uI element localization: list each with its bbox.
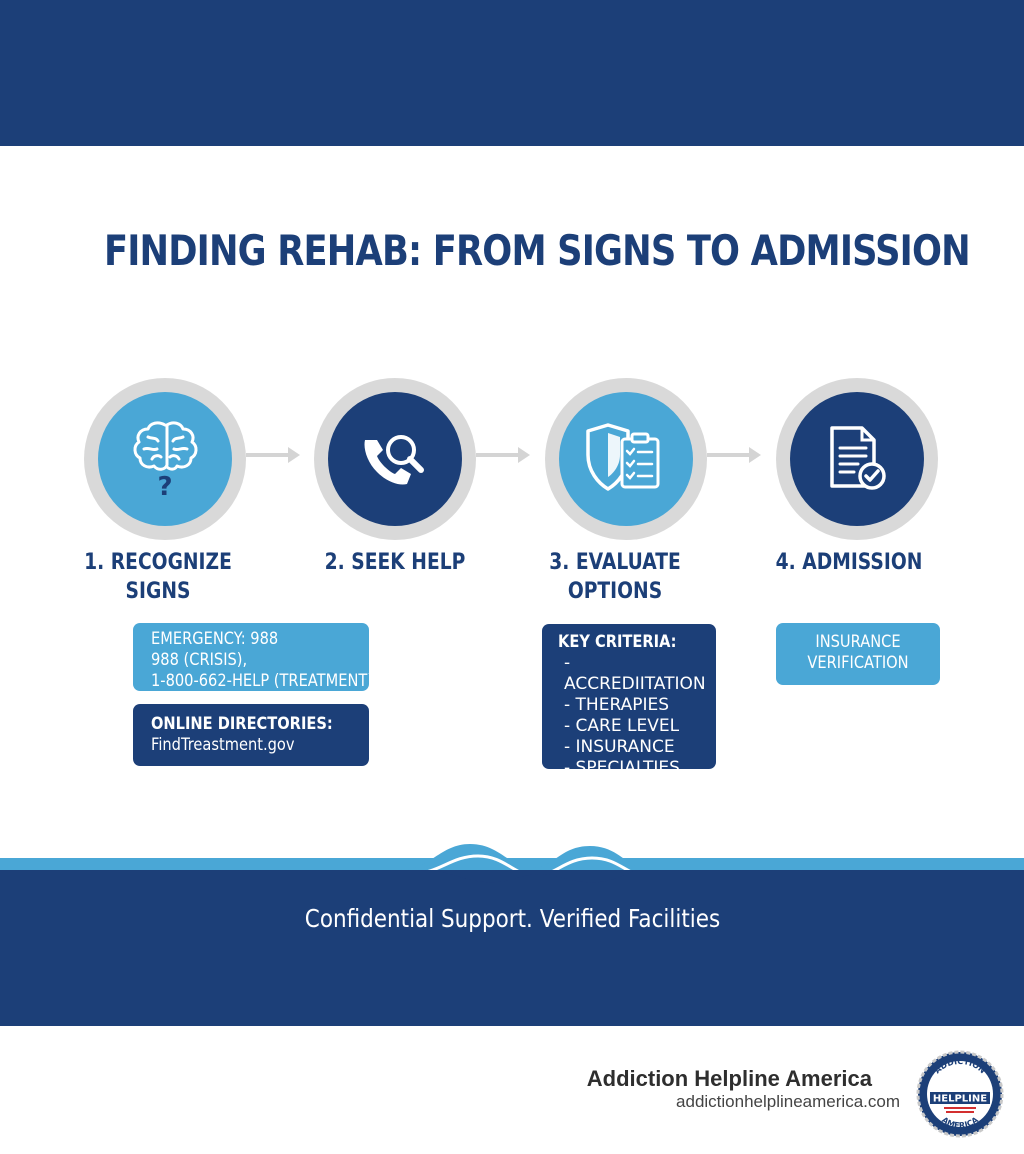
- insurance-line-2: VERIFICATION: [807, 653, 909, 673]
- brand-url[interactable]: addictionhelplineamerica.com: [676, 1092, 900, 1111]
- brand-seal-logo: ADDICTION HELPLINE AMERICA: [916, 1050, 1004, 1138]
- step-4-label: 4. ADMISSION: [775, 550, 923, 575]
- svg-text:HELPLINE: HELPLINE: [933, 1094, 987, 1105]
- document-check-icon: [830, 426, 886, 490]
- wave-divider: [0, 844, 1024, 898]
- criteria-box: KEY CRITERIA: ACCREDIITATION THERAPIES C…: [542, 624, 716, 778]
- insurance-box: INSURANCE VERIFICATION: [776, 623, 940, 685]
- header-band: [0, 0, 1024, 146]
- criteria-item: ACCREDIITATION: [564, 653, 716, 695]
- phone-search-icon: [364, 435, 424, 485]
- step-2-circle: [314, 378, 476, 540]
- emergency-treatment-line: 1-800-662-HELP (TREATMENT): [151, 671, 374, 691]
- tagline: Confidential Support. Verified Facilitie…: [304, 904, 720, 933]
- directories-heading: ONLINE DIRECTORIES:: [151, 714, 333, 734]
- arrow-icon: [476, 447, 530, 463]
- emergency-box: EMERGENCY: 988 988 (CRISIS), 1-800-662-H…: [133, 623, 374, 691]
- directories-box: ONLINE DIRECTORIES: FindTreastment.gov: [133, 704, 369, 766]
- step-3-circle: [545, 378, 707, 540]
- directories-link[interactable]: FindTreastment.gov: [151, 735, 295, 755]
- step-4-circle: [776, 378, 938, 540]
- criteria-item: CARE LEVEL: [564, 716, 716, 737]
- step-1-label: 1. RECOGNIZE SIGNS: [84, 550, 232, 604]
- step-1-circle: ?: [84, 378, 246, 540]
- step-2-label: 2. SEEK HELP: [324, 550, 466, 575]
- page-title: FINDING REHAB: FROM SIGNS TO ADMISSION: [104, 226, 971, 275]
- criteria-heading: KEY CRITERIA:: [558, 632, 677, 652]
- brain-question-icon: ?: [133, 421, 198, 499]
- insurance-line-1: INSURANCE: [815, 632, 901, 652]
- criteria-item: SPECIALTIES: [564, 758, 716, 779]
- arrow-icon: [246, 447, 300, 463]
- brand-name: Addiction Helpline America: [586, 1066, 872, 1091]
- step-3-label: 3. EVALUATE OPTIONS: [549, 550, 681, 604]
- svg-text:?: ?: [157, 472, 172, 499]
- criteria-item: THERAPIES: [564, 695, 716, 716]
- shield-checklist-icon: [586, 423, 660, 491]
- emergency-crisis-line: 988 (CRISIS),: [151, 650, 248, 670]
- arrow-icon: [707, 447, 761, 463]
- emergency-heading: EMERGENCY: 988: [151, 629, 279, 649]
- criteria-item: INSURANCE: [564, 737, 716, 758]
